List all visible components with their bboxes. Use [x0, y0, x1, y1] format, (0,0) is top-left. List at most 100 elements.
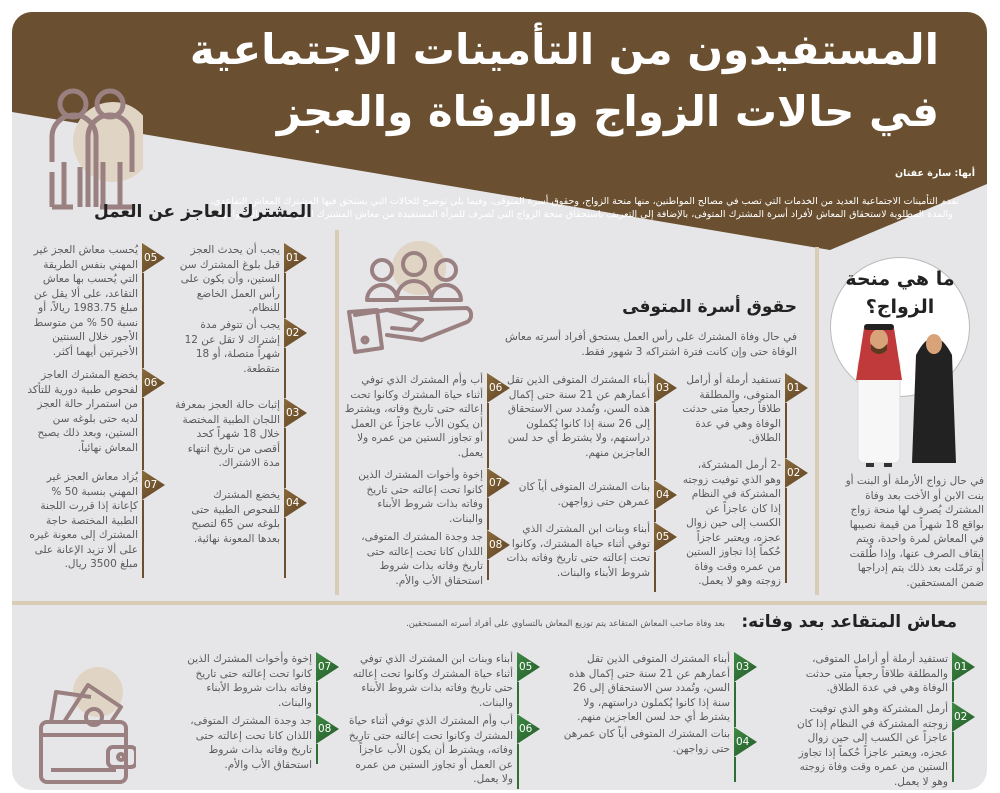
flag-pole [284, 273, 286, 318]
item-text: أبناء وبنات ابن المشترك الذي توفي أثناء … [352, 653, 513, 709]
wallet-icon [39, 667, 136, 784]
item-text: يُحسب معاش العجز غير المهني بنفس الطريقة… [33, 244, 138, 358]
main-title-line2: في حالات الزواج والوفاة والعجز [276, 87, 939, 136]
item-text: إخوة وأخوات المشترك الذين كانوا تحت إعال… [187, 653, 312, 709]
number-flag-icon: 03 [734, 652, 757, 682]
column-divider [815, 247, 819, 595]
item-text: يجب أن يحدث العجز قبل بلوغ المشترك سن ال… [179, 244, 280, 314]
marriage-text: في حال زواج الأرملة أو البنت أو بنت الاب… [845, 475, 984, 589]
item-text: أبناء وبنات ابن المشترك الذي توفي أثناء … [506, 523, 650, 579]
number-flag-icon: 03 [654, 373, 677, 403]
number-flag-icon: 07 [142, 470, 165, 500]
number-flag-icon: 01 [284, 243, 307, 273]
intro-text: تقدم التأمينات الاجتماعية العديد من الخد… [210, 196, 959, 220]
number-flag-icon: 01 [785, 373, 808, 403]
flag-pole [734, 757, 736, 782]
flag-pole [142, 273, 144, 368]
flag-pole [654, 552, 656, 592]
flag-pole [142, 500, 144, 578]
number-flag-icon: 06 [517, 714, 540, 744]
marriage-title: ما هي منحة الزواج؟ [845, 268, 955, 318]
item-text: إخوة وأخوات المشترك الذين كانوا تحت إعال… [358, 469, 483, 525]
item-text: يُزاد معاش العجز غير المهني بنسبة 50 % ك… [29, 471, 138, 570]
item-text: أرمل المشتركة وهو الذي توفيت زوجته المشت… [796, 703, 948, 788]
number-flag-icon: 05 [654, 522, 677, 552]
item-text: يخضع المشترك العاجز لفحوص طبية دورية للت… [27, 369, 138, 454]
main-title-line1: المستفيدون من التأمينات الاجتماعية [189, 25, 939, 74]
item-text: يجب أن تتوفر مدة إشتراك لا تقل عن 12 شهر… [184, 319, 280, 375]
section-divider [12, 601, 987, 605]
number-flag-icon: 02 [284, 318, 307, 348]
number-flag-icon: 04 [734, 727, 757, 757]
family-intro: في حال وفاة المشترك على رأس العمل يستحق … [504, 331, 797, 358]
family-section-title: حقوق أسرة المتوفى [622, 297, 797, 317]
number-flag-icon: 03 [284, 398, 307, 428]
item-text: إثبات حالة العجز بمعرفة اللجان الطبية ال… [175, 399, 280, 469]
item-text: تستفيد أرملة أو أرامل المتوفى، والمطلقة … [805, 653, 948, 694]
item-text: -2 أرمل المشتركة، وهو الذي توفيت زوجته ا… [682, 459, 781, 587]
item-text: أبناء المشترك المتوفى الذين تقل أعمارهم … [507, 374, 650, 459]
number-flag-icon: 05 [142, 243, 165, 273]
flag-pole [654, 510, 656, 522]
flag-pole [734, 682, 736, 727]
number-flag-icon: 04 [284, 488, 307, 518]
number-flag-icon: 06 [487, 373, 510, 403]
item-text: بنات المشترك المتوفى أياً كان عمرهن حتى … [518, 481, 650, 508]
flag-pole [316, 744, 318, 764]
flag-pole [142, 398, 144, 470]
couple-illustration [856, 324, 956, 467]
woman-figure [912, 334, 956, 463]
item-text: أب وأم المشترك الذي توفي أثناء حياة المش… [344, 374, 483, 459]
number-flag-icon: 02 [785, 458, 808, 488]
flag-pole [284, 428, 286, 488]
item-text: جد وجدة المشترك المتوفى، اللذان كانا تحت… [190, 715, 312, 771]
number-flag-icon: 08 [487, 530, 510, 560]
flag-pole [284, 348, 286, 398]
infographic-panel: المستفيدون من التأمينات الاجتماعية في حا… [12, 12, 987, 790]
flag-pole [487, 403, 489, 468]
item-text: أبناء المشترك المتوفى الذين تقل أعمارهم … [568, 653, 730, 723]
hand-people-icon [347, 241, 474, 354]
man-figure [856, 324, 902, 467]
column-divider [335, 230, 339, 595]
number-flag-icon: 01 [952, 652, 975, 682]
flag-pole [952, 732, 954, 782]
pension-subtitle: بعد وفاة صاحب المعاش المتقاعد يتم توزيع … [406, 619, 725, 629]
number-flag-icon: 06 [142, 368, 165, 398]
number-flag-icon: 07 [316, 652, 339, 682]
flag-pole [785, 488, 787, 583]
flag-pole [487, 498, 489, 530]
item-text: تستفيد أرملة أو أرامل المتوفى، والمطلقة … [682, 374, 781, 444]
number-flag-icon: 07 [487, 468, 510, 498]
flag-pole [487, 560, 489, 580]
flag-pole [952, 682, 954, 702]
author-byline: أبها: سارة عفتان [895, 168, 975, 179]
flag-pole [654, 403, 656, 480]
number-flag-icon: 02 [952, 702, 975, 732]
item-text: جد وجدة المشترك المتوفى، اللذان كانا تحت… [361, 531, 483, 587]
disabled-section-title: المشترك العاجز عن العمل [93, 202, 312, 222]
family-icon [49, 88, 143, 210]
pension-section-title: معاش المتقاعد بعد وفاته: [741, 612, 957, 632]
